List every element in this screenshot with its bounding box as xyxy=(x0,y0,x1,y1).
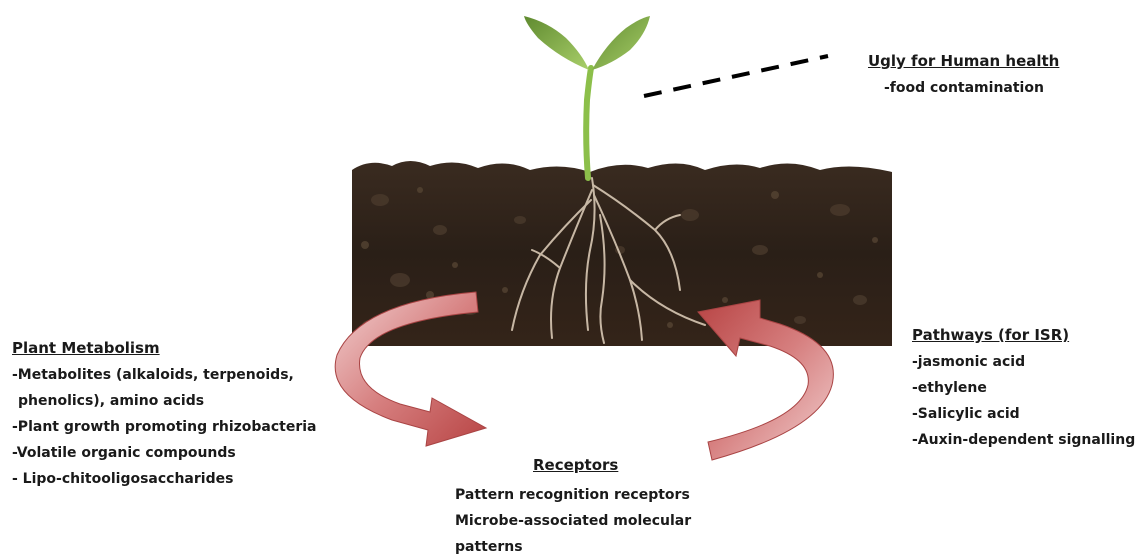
plant-metabolism-title: Plant Metabolism xyxy=(12,339,160,357)
human-health-block: Ugly for Human health -food contaminatio… xyxy=(868,48,1059,101)
plant-metabolism-block: Plant Metabolism -Metabolites (alkaloids… xyxy=(12,335,317,492)
receptors-title: Receptors xyxy=(455,452,691,478)
receptors-block: Receptors Pattern recognition receptors … xyxy=(455,452,691,560)
receptors-item: Microbe-associated molecular xyxy=(455,508,691,534)
plant-metabolism-item: - Lipo-chitooligosaccharides xyxy=(12,466,317,492)
pathways-item: -ethylene xyxy=(912,375,1135,401)
plant-metabolism-item: phenolics), amino acids xyxy=(12,388,317,414)
plant-metabolism-item: -Volatile organic compounds xyxy=(12,440,317,466)
receptors-item: patterns xyxy=(455,534,691,560)
left-leaf xyxy=(524,16,589,70)
receptors-item: Pattern recognition receptors xyxy=(455,482,691,508)
right-leaf xyxy=(592,16,650,70)
plant-seedling xyxy=(524,16,650,178)
human-health-title: Ugly for Human health xyxy=(868,52,1059,70)
pathways-item: -jasmonic acid xyxy=(912,349,1135,375)
pathways-block: Pathways (for ISR) -jasmonic acid -ethyl… xyxy=(912,322,1135,453)
dashed-connector xyxy=(644,56,828,96)
plant-metabolism-item: -Plant growth promoting rhizobacteria xyxy=(12,414,317,440)
plant-metabolism-item: -Metabolites (alkaloids, terpenoids, xyxy=(12,362,317,388)
pathways-title: Pathways (for ISR) xyxy=(912,326,1069,344)
human-health-item: -food contamination xyxy=(868,75,1059,101)
pathways-item: -Salicylic acid xyxy=(912,401,1135,427)
pathways-item: -Auxin-dependent signalling xyxy=(912,427,1135,453)
